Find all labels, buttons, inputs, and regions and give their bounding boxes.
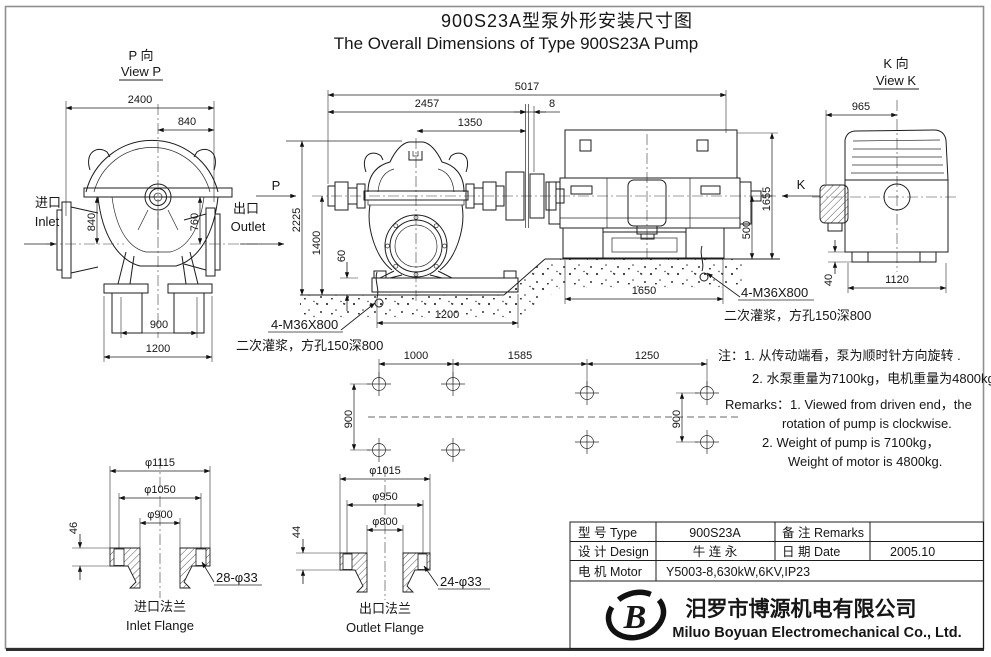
view-k: K 向 View K 965 1120 (812, 56, 958, 293)
company-name-zh: 汨罗市博源机电有限公司 (686, 597, 917, 621)
date-value: 2005.10 (890, 545, 935, 559)
pump-side-drawing (327, 104, 565, 293)
dim-phi800: φ800 (372, 516, 398, 528)
dim-1200-main: 1200 (435, 309, 459, 321)
inlet-flange-label-en: Inlet Flange (126, 618, 194, 633)
view-p-pump-outline (46, 139, 262, 334)
outlet-label-zh: 出口 (233, 201, 259, 216)
note-en-3: 2. Weight of pump is 7100kg， (762, 435, 940, 450)
dim-phi1050: φ1050 (144, 484, 176, 496)
inlet-flange-detail: φ1115 φ1050 φ900 46 28-φ33 进口法兰 Inlet Fl… (68, 457, 262, 633)
foundation-plan: 1000 1585 1250 900 900 (343, 350, 740, 462)
dim-965: 965 (852, 101, 870, 113)
note-zh-1: 注：1. 从传动端看，泵为顺时针方向旋转 . (718, 348, 961, 363)
anchor-bolt-label-left: 4-M36X800 (271, 317, 338, 332)
company-block: B 汨罗市博源机电有限公司 Miluo Boyuan Electromechan… (605, 589, 962, 641)
dim-1400: 1400 (311, 231, 323, 255)
dim-1120: 1120 (885, 274, 909, 286)
view-k-label-zh: K 向 (883, 56, 908, 71)
dim-8: 8 (549, 98, 555, 110)
view-p-label-zh: P 向 (128, 48, 153, 63)
dim-phi1115: φ1115 (145, 457, 175, 469)
date-label: 日 期 Date (782, 545, 840, 559)
inlet-label-zh: 进口 (35, 195, 61, 210)
view-k-motor-drawing (819, 129, 949, 263)
dim-840-top: 840 (178, 116, 196, 128)
dim-2457: 2457 (415, 98, 439, 110)
dim-phi900: φ900 (147, 509, 173, 521)
remarks-label: 备 注 Remarks (782, 525, 864, 540)
dim-900-viewp: 900 (150, 319, 168, 331)
view-marker-p: P (272, 178, 281, 193)
view-p: P 向 View P 2400 840 (24, 48, 285, 362)
dim-44: 44 (291, 526, 303, 538)
type-label: 型 号 Type (578, 526, 637, 540)
dim-1585: 1585 (508, 350, 532, 362)
company-name-en: Miluo Boyuan Electromechanical Co., Ltd. (672, 625, 961, 641)
title-zh: 900S23A型泵外形安装尺寸图 (441, 11, 693, 31)
main-view: 5017 2457 8 1350 P K (236, 81, 871, 353)
dim-2400: 2400 (128, 94, 152, 106)
type-value: 900S23A (689, 526, 741, 540)
dim-760-right: 760 (189, 213, 201, 231)
dim-46: 46 (68, 522, 80, 534)
design-label: 设 计 Design (578, 544, 649, 559)
dim-500: 500 (741, 221, 753, 239)
dim-1650: 1650 (632, 285, 656, 297)
company-logo-letter: B (623, 599, 647, 636)
outlet-flange-detail: φ1015 φ950 φ800 44 24-φ33 出口法兰 Outlet Fl… (291, 465, 490, 635)
motor-side-drawing (548, 129, 772, 259)
dim-1000: 1000 (404, 350, 428, 362)
dim-900-left: 900 (343, 410, 355, 428)
grout-note-left: 二次灌浆，方孔150深800 (236, 338, 383, 353)
drawing-title: 900S23A型泵外形安装尺寸图 The Overall Dimensions … (334, 11, 698, 53)
dim-1350: 1350 (458, 117, 482, 129)
dim-900-right: 900 (671, 410, 683, 428)
anchor-bolt-label-right: 4-M36X800 (741, 285, 808, 300)
anchor-bolt-left: 4-M36X800 二次灌浆，方孔150深800 (236, 271, 384, 353)
outlet-flange-label-en: Outlet Flange (346, 620, 424, 635)
dim-1655: 1655 (761, 187, 773, 211)
outlet-flange-holes: 24-φ33 (440, 574, 482, 589)
motor-label: 电 机 Motor (578, 565, 642, 579)
dim-60: 60 (336, 250, 348, 262)
anchor-bolt-right: 4-M36X800 二次灌浆，方孔150深800 (699, 245, 871, 323)
dim-40: 40 (823, 274, 835, 286)
dim-1200-viewp: 1200 (146, 343, 170, 355)
design-value: 牛 连 永 (693, 544, 738, 559)
view-k-label-en: View K (876, 73, 917, 88)
dim-2225: 2225 (291, 208, 303, 232)
company-logo: B (605, 589, 667, 641)
title-block: 型 号 Type 900S23A 备 注 Remarks 设 计 Design … (569, 521, 984, 649)
title-en: The Overall Dimensions of Type 900S23A P… (334, 34, 698, 53)
notes: 注：1. 从传动端看，泵为顺时针方向旋转 . 2. 水泵重量为7100kg，电机… (718, 348, 991, 469)
motor-value: Y5003-8,630kW,6KV,IP23 (666, 565, 810, 579)
dim-phi1015: φ1015 (369, 465, 401, 477)
view-p-label-en: View P (121, 64, 161, 79)
outlet-flange-label-zh: 出口法兰 (359, 601, 411, 616)
view-marker-k: K (797, 177, 806, 192)
dim-1250: 1250 (635, 350, 659, 362)
note-en-4: Weight of motor is 4800kg. (788, 454, 942, 469)
foundation-bolt-holes (367, 372, 719, 462)
note-zh-2: 2. 水泵重量为7100kg，电机重量为4800kg。 (752, 371, 991, 386)
inlet-label-en: Inlet (35, 214, 60, 229)
grout-stipple (300, 259, 745, 318)
dim-840-left: 840 (86, 213, 98, 231)
dim-phi950: φ950 (372, 491, 398, 503)
inlet-flange-label-zh: 进口法兰 (134, 599, 186, 614)
outlet-label-en: Outlet (231, 219, 266, 234)
sheet-border (4, 5, 985, 651)
grout-note-right: 二次灌浆，方孔150深800 (724, 308, 871, 323)
note-en-1: Remarks：1. Viewed from driven end，the (725, 397, 972, 412)
dim-5017: 5017 (515, 81, 539, 93)
note-en-2: rotation of pump is clockwise. (782, 416, 952, 431)
inlet-flange-holes: 28-φ33 (216, 570, 258, 585)
